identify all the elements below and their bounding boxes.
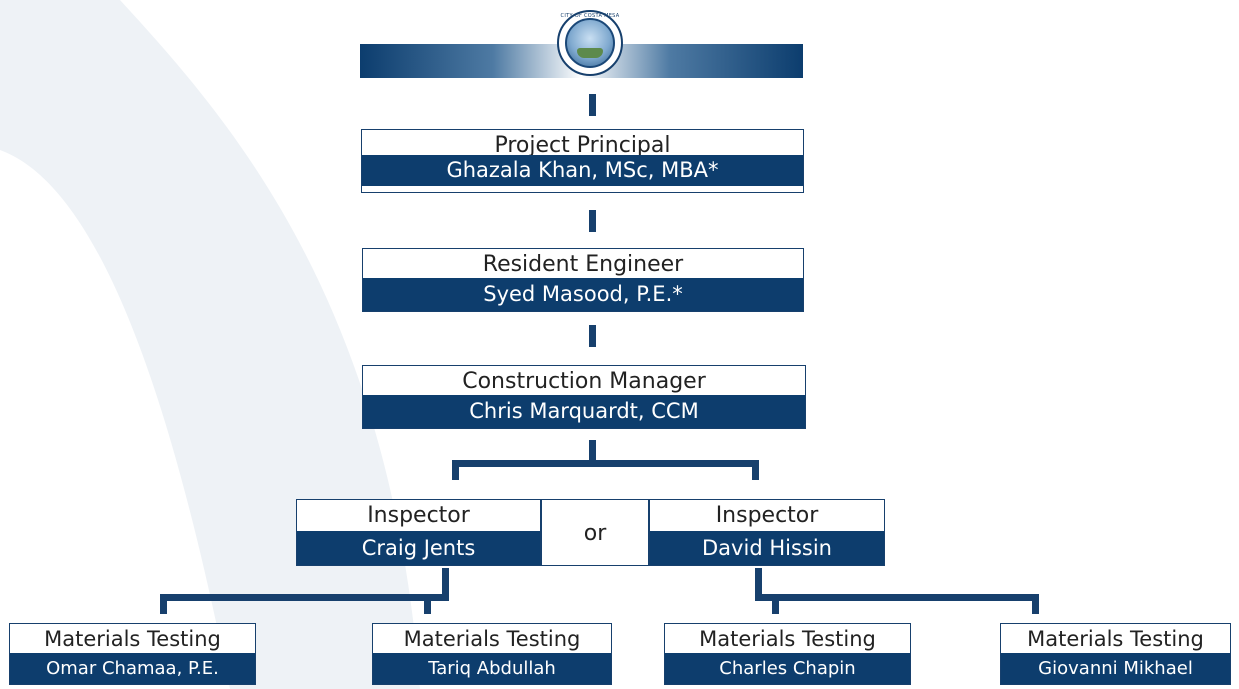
connector-testing-1 (160, 594, 167, 614)
principal-role: Project Principal (494, 133, 671, 158)
connector-testing-3 (772, 594, 779, 614)
city-seal-logo: CITY OF COSTA MESA (557, 10, 623, 76)
seal-text: CITY OF COSTA MESA (560, 13, 620, 19)
materials-testing-box-4: Materials Testing Giovanni Mikhael (1000, 623, 1231, 685)
inspector-left-name: Craig Jents (297, 531, 540, 565)
materials-testing-1-role: Materials Testing (44, 627, 221, 651)
materials-testing-box-1: Materials Testing Omar Chamaa, P.E. (9, 623, 256, 685)
principal-name: Ghazala Khan, MSc, MBA* (362, 155, 803, 186)
connector-principal-engineer (589, 210, 596, 232)
resident-engineer-name: Syed Masood, P.E.* (363, 278, 803, 311)
construction-manager-role: Construction Manager (462, 369, 706, 394)
inspector-box-right: Inspector David Hissin (649, 499, 885, 566)
inspector-left-role: Inspector (367, 503, 470, 528)
materials-testing-2-role: Materials Testing (403, 627, 581, 651)
inspector-right-name: David Hissin (650, 531, 884, 565)
seal-emblem (565, 18, 615, 68)
connector-inspectors-horizontal (452, 460, 759, 467)
materials-testing-3-name: Charles Chapin (665, 653, 910, 684)
construction-manager-name: Chris Marquardt, CCM (363, 395, 805, 428)
materials-testing-box-2: Materials Testing Tariq Abdullah (372, 623, 612, 685)
materials-testing-2-name: Tariq Abdullah (373, 653, 611, 684)
materials-testing-1-name: Omar Chamaa, P.E. (10, 653, 255, 684)
inspector-right-role: Inspector (715, 503, 819, 528)
inspector-box-left: Inspector Craig Jents (296, 499, 541, 566)
connector-testing-left-horizontal (160, 594, 449, 601)
resident-engineer-box: Resident Engineer Syed Masood, P.E.* (362, 248, 804, 312)
materials-testing-3-role: Materials Testing (699, 627, 876, 651)
materials-testing-box-3: Materials Testing Charles Chapin (664, 623, 911, 685)
connector-inspector-right (752, 460, 759, 480)
resident-engineer-role: Resident Engineer (482, 252, 684, 277)
connector-testing-2 (424, 594, 431, 614)
connector-manager-down (589, 440, 596, 464)
connector-inspector-left-down (442, 568, 449, 596)
or-separator: or (541, 499, 649, 566)
seal-landscape (577, 48, 603, 58)
connector-inspector-right-down (755, 568, 762, 596)
construction-manager-box: Construction Manager Chris Marquardt, CC… (362, 365, 806, 429)
connector-engineer-manager (589, 325, 596, 347)
materials-testing-4-role: Materials Testing (1027, 627, 1204, 651)
connector-inspector-left (452, 460, 459, 480)
principal-box: Project Principal Ghazala Khan, MSc, MBA… (361, 129, 804, 193)
connector-header-principal (589, 94, 596, 116)
connector-testing-4 (1032, 594, 1039, 614)
materials-testing-4-name: Giovanni Mikhael (1001, 653, 1230, 684)
connector-testing-right-horizontal (755, 594, 1039, 601)
